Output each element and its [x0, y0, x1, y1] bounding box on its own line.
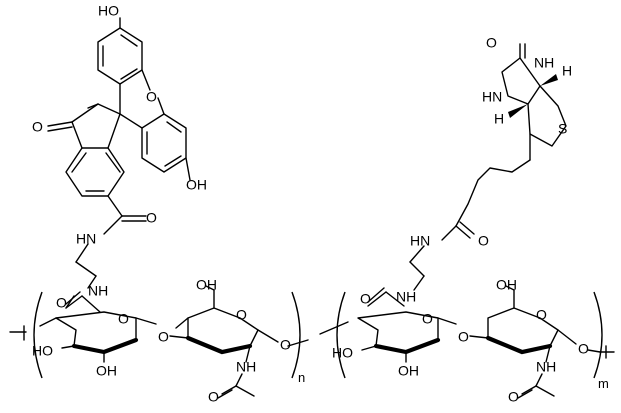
label-oh-glcua1: OH — [96, 363, 117, 379]
label-hn-biotin-linker: HN — [410, 233, 430, 249]
label-o-glcua1-carbonyl: O — [56, 295, 67, 311]
label-o-acetyl1: O — [208, 389, 219, 405]
label-o-glcua1-ring: O — [118, 311, 129, 327]
label-o-glcua2-carbonyl: O — [360, 291, 371, 307]
label-oh-glcua2: OH — [398, 363, 419, 379]
label-ho-xanthene-top: HO — [98, 3, 119, 19]
label-hn-fluor: HN — [76, 231, 96, 247]
label-nh-glcnac1: NH — [236, 359, 256, 375]
label-ho-glcua2: HO — [332, 345, 353, 361]
label-o-glcnac1-ring: O — [236, 307, 247, 323]
label-o-glcnac2-ring: O — [536, 307, 547, 323]
repeat-subscript-n: n — [298, 370, 305, 385]
atom-labels: HO O O OH O HN NH O O HO OH O OH O O NH … — [32, 3, 609, 405]
label-nh-biotin-top: NH — [534, 55, 554, 71]
label-oh-glcnac1: OH — [196, 277, 217, 293]
label-hn-biotin: HN — [482, 89, 502, 105]
label-s-biotin: S — [558, 121, 567, 137]
label-o-glcua1-link: O — [158, 329, 169, 345]
repeat-unit-m — [319, 285, 615, 399]
label-nh-linker-right: NH — [396, 289, 416, 305]
label-o-biotin-urea: O — [486, 35, 497, 51]
label-h-biotin-left: H — [494, 111, 504, 127]
fluorescein-moiety — [47, 17, 191, 309]
label-nh-glcnac2: NH — [536, 359, 556, 375]
label-o-amide-biotin: O — [478, 233, 489, 249]
label-o-amide-fluor: O — [146, 210, 157, 226]
label-o-xanthene: O — [146, 89, 157, 105]
label-o-lactone-carbonyl: O — [32, 119, 43, 135]
label-o-glcnac1-link: O — [280, 337, 291, 353]
label-oh-glcnac2: OH — [496, 277, 517, 293]
label-nh-linker-left: NH — [88, 283, 108, 299]
label-o-glcua2-ring: O — [422, 311, 433, 327]
biotin-moiety — [409, 43, 567, 291]
label-h-biotin-top: H — [562, 63, 572, 79]
repeat-unit-n — [9, 285, 309, 399]
label-ho-glcua1: HO — [32, 343, 53, 359]
label-o-glcua2-link: O — [458, 329, 469, 345]
repeat-subscript-m: m — [598, 376, 609, 391]
label-oh-xanthene-bottom: OH — [186, 177, 207, 193]
label-o-glcnac2-link: O — [578, 341, 589, 357]
label-o-acetyl2: O — [508, 389, 519, 405]
